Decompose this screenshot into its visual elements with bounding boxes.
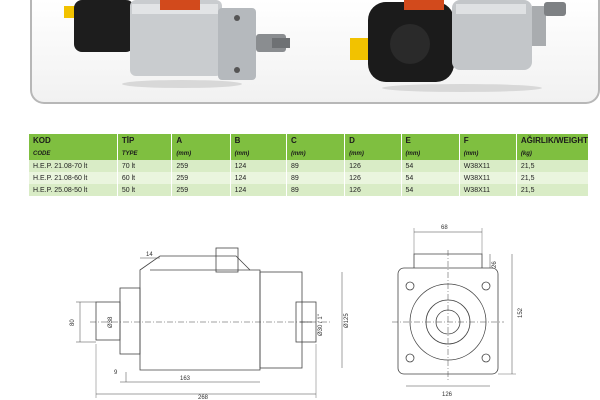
header-f: F	[459, 134, 517, 147]
cell-code: H.E.P. 21.08-60 lt	[29, 172, 118, 184]
dim-26: 26	[492, 261, 498, 268]
header-type: TİP	[117, 134, 173, 147]
cell-a: 259	[171, 172, 231, 184]
dim-68: 68	[441, 225, 448, 231]
cell-type: 70 lt	[117, 160, 173, 172]
table-header-row: KOD TİP A B C D E F AĞIRLIK/WEIGHT	[29, 134, 590, 147]
subheader-d: (mm)	[344, 147, 402, 160]
subheader-code: CODE	[29, 147, 118, 160]
table-row: H.E.P. 25.08-50 lt 50 lt 259 124 89 126 …	[29, 184, 590, 196]
subheader-b: (mm)	[230, 147, 287, 160]
dim-80: 80	[70, 319, 76, 326]
subheader-f: (mm)	[459, 147, 517, 160]
header-d: D	[344, 134, 402, 147]
table-row: H.E.P. 21.08-60 lt 60 lt 259 124 89 126 …	[29, 172, 590, 184]
cell-c: 89	[286, 184, 346, 196]
cell-weight: 21,5	[516, 184, 590, 196]
subheader-type: TYPE	[117, 147, 173, 160]
dim-268: 268	[198, 395, 209, 400]
cell-f: W38X11	[459, 184, 517, 196]
cell-e: 54	[401, 184, 460, 196]
dim-9: 9	[114, 370, 118, 376]
spec-table: KOD TİP A B C D E F AĞIRLIK/WEIGHT CODE …	[29, 134, 590, 196]
dim-38: Ø38	[108, 316, 114, 328]
subheader-c: (mm)	[286, 147, 346, 160]
cell-d: 126	[344, 172, 402, 184]
table-subheader-row: CODE TYPE (mm) (mm) (mm) (mm) (mm) (mm) …	[29, 147, 590, 160]
cell-weight: 21,5	[516, 160, 590, 172]
header-a: A	[171, 134, 231, 147]
cell-e: 54	[401, 172, 460, 184]
pump-photo-left	[64, 0, 290, 88]
cell-d: 126	[344, 184, 402, 196]
dim-14: 14	[146, 252, 153, 258]
cell-code: H.E.P. 21.08-70 lt	[29, 160, 118, 172]
side-view	[76, 247, 343, 398]
front-view	[392, 228, 516, 387]
header-c: C	[286, 134, 346, 147]
cell-weight: 21,5	[516, 172, 590, 184]
dim-152: 152	[518, 307, 524, 318]
dimension-labels: 14 80 Ø38 Ø30 / 1" Ø125 9 163 268 68 26 …	[70, 225, 524, 400]
cell-a: 259	[171, 160, 231, 172]
header-weight: AĞIRLIK/WEIGHT	[516, 134, 590, 147]
cell-a: 259	[171, 184, 231, 196]
pump-photos	[64, 0, 566, 92]
cell-f: W38X11	[459, 172, 517, 184]
header-e: E	[401, 134, 460, 147]
dim-125: Ø125	[344, 313, 350, 328]
dim-126: 126	[442, 392, 453, 398]
cell-type: 50 lt	[117, 184, 173, 196]
product-photo-panel	[30, 0, 600, 104]
dim-163: 163	[180, 376, 191, 382]
cell-type: 60 lt	[117, 172, 173, 184]
subheader-e: (mm)	[401, 147, 460, 160]
pump-photo-right	[350, 0, 566, 92]
cell-code: H.E.P. 25.08-50 lt	[29, 184, 118, 196]
cell-b: 124	[230, 184, 287, 196]
header-code: KOD	[29, 134, 118, 147]
dim-port: Ø30 / 1"	[318, 314, 324, 336]
header-b: B	[230, 134, 287, 147]
cell-c: 89	[286, 172, 346, 184]
cell-d: 126	[344, 160, 402, 172]
cell-f: W38X11	[459, 160, 517, 172]
cell-c: 89	[286, 160, 346, 172]
cell-e: 54	[401, 160, 460, 172]
technical-drawing: 14 80 Ø38 Ø30 / 1" Ø125 9 163 268 68 26 …	[70, 225, 524, 400]
cell-b: 124	[230, 160, 287, 172]
subheader-a: (mm)	[171, 147, 231, 160]
table-row: H.E.P. 21.08-70 lt 70 lt 259 124 89 126 …	[29, 160, 590, 172]
subheader-weight: (kg)	[516, 147, 590, 160]
cell-b: 124	[230, 172, 287, 184]
